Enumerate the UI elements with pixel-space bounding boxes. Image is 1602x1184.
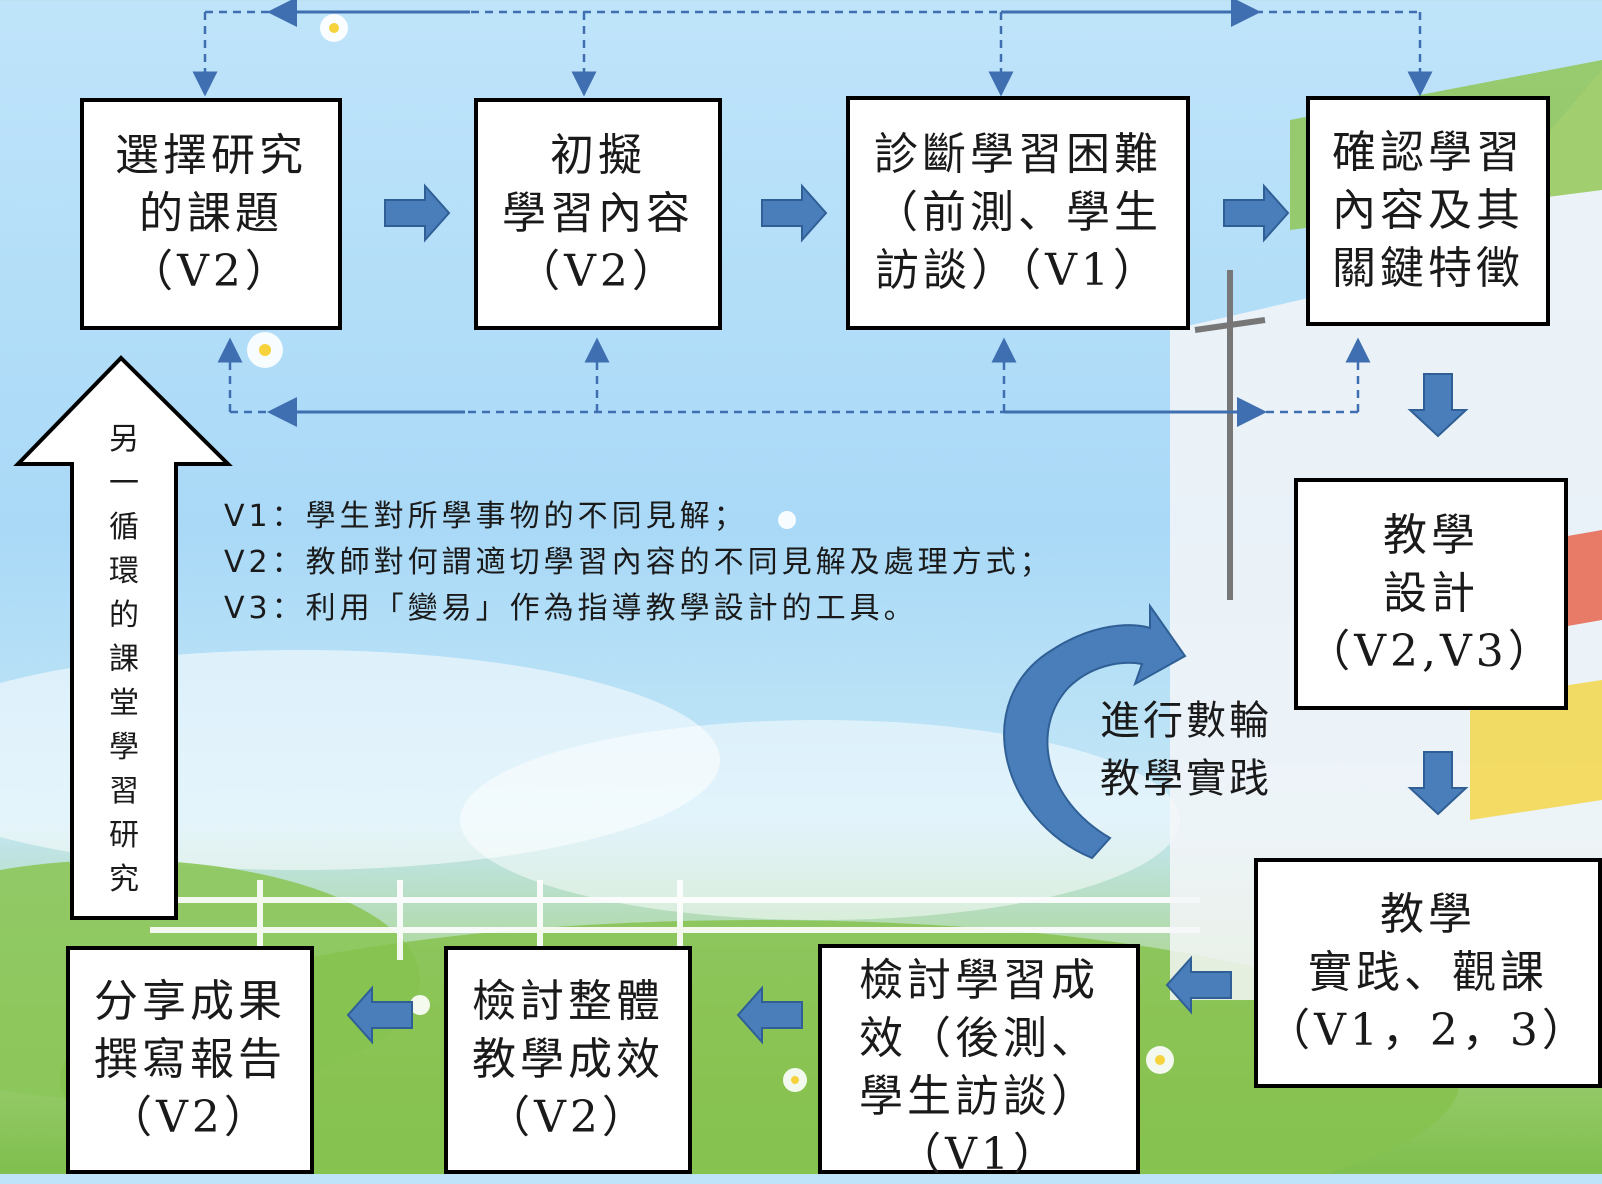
step-line: 檢討整體 <box>472 976 664 1027</box>
step-line: 撰寫報告 <box>94 1034 286 1085</box>
step-line: 設計 <box>1383 568 1479 619</box>
step-line: （V1） <box>897 1129 1061 1180</box>
next-cycle-char: 堂 <box>109 686 139 721</box>
step-line: 的課題 <box>139 188 283 239</box>
top-feedback-loop <box>192 10 1433 97</box>
cycle-label-line: 進行數輪 <box>1100 698 1272 744</box>
arrow-right-icon <box>1223 183 1290 243</box>
next-cycle-char: 一 <box>109 466 139 501</box>
next-cycle-char: 學 <box>109 730 139 765</box>
next-cycle-char: 的 <box>109 598 139 633</box>
step-line: （V2） <box>108 1092 272 1143</box>
step-review-overall: 檢討整體 教學成效 （V2） <box>444 946 692 1174</box>
step-line: 學生訪談） <box>859 1071 1099 1122</box>
next-cycle-char: 循 <box>109 510 139 545</box>
next-cycle-up-arrow <box>13 355 233 920</box>
bottom-feedback-loop <box>217 337 1371 414</box>
legend-item-v3: V3：利用「變易」作為指導教學設計的工具。 <box>224 591 918 626</box>
step-line: （前測、學生 <box>874 187 1162 238</box>
step-line: 學習內容 <box>502 188 694 239</box>
step-line: 教學成效 <box>472 1034 664 1085</box>
step-line: 實践、觀課 <box>1308 947 1548 998</box>
legend-item-v2: V2：教師對何謂適切學習內容的不同見解及處理方式； <box>224 545 1054 580</box>
arrow-left-icon <box>736 985 803 1045</box>
arrow-left-icon <box>346 985 413 1045</box>
next-cycle-char: 究 <box>109 862 139 897</box>
step-line: 分享成果 <box>94 976 286 1027</box>
arrow-right-icon <box>384 183 451 243</box>
step-share: 分享成果 撰寫報告 （V2） <box>66 946 314 1174</box>
step-line: （V1，2，3） <box>1266 1005 1590 1056</box>
step-select-topic: 選擇研究 的課題 （V2） <box>80 98 342 330</box>
arrow-down-icon <box>1407 751 1469 816</box>
legend: V1：學生對所學事物的不同見解； V2：教師對何謂適切學習內容的不同見解及處理方… <box>224 494 1054 632</box>
next-cycle-char: 研 <box>109 818 139 853</box>
step-line: 效（後測、 <box>859 1013 1099 1064</box>
step-line: （V2） <box>516 246 680 297</box>
step-line: 教學 <box>1383 510 1479 561</box>
next-cycle-char: 課 <box>109 642 139 677</box>
legend-item-v1: V1：學生對所學事物的不同見解； <box>224 499 748 534</box>
next-cycle-char: 環 <box>109 554 139 589</box>
flower-decorations <box>247 14 1174 1092</box>
step-line: 內容及其 <box>1332 185 1524 236</box>
step-line: 教學 <box>1380 889 1476 940</box>
cycle-label-line: 教學實践 <box>1100 756 1272 802</box>
step-line: （V2） <box>486 1092 650 1143</box>
step-draft-content: 初擬 學習內容 （V2） <box>474 98 722 330</box>
step-line: 關鍵特徵 <box>1332 243 1524 294</box>
step-design: 教學 設計 （V2,V3） <box>1294 478 1568 710</box>
step-line: 診斷學習困難 <box>874 129 1162 180</box>
step-review-learning: 檢討學習成 效（後測、 學生訪談） （V1） <box>818 944 1140 1180</box>
cycle-label: 進行數輪 教學實践 <box>1100 692 1272 808</box>
step-line: 初擬 <box>550 130 646 181</box>
cycle-curved-arrow-icon <box>1003 602 1187 860</box>
arrow-right-icon <box>761 183 828 243</box>
arrow-down-icon <box>1407 373 1469 438</box>
step-line: （V2） <box>129 246 293 297</box>
next-cycle-char: 習 <box>109 774 139 809</box>
cloud-shape <box>460 720 1180 920</box>
step-line: 選擇研究 <box>115 130 307 181</box>
step-line: 確認學習 <box>1332 127 1524 178</box>
step-line: 訪談）（V1） <box>875 245 1161 296</box>
step-diagnose: 診斷學習困難 （前測、學生 訪談）（V1） <box>846 96 1190 330</box>
step-practice: 教學 實践、觀課 （V1，2，3） <box>1254 858 1602 1088</box>
next-cycle-char: 另 <box>109 422 139 457</box>
step-line: 檢討學習成 <box>859 955 1099 1006</box>
next-cycle-label: 另 一 循 環 的 課 堂 學 習 研 究 <box>102 418 146 902</box>
step-confirm: 確認學習 內容及其 關鍵特徵 <box>1306 96 1550 326</box>
flower-centers <box>259 23 1165 1084</box>
arrow-left-icon <box>1165 955 1232 1015</box>
step-line: （V2,V3） <box>1306 626 1556 677</box>
